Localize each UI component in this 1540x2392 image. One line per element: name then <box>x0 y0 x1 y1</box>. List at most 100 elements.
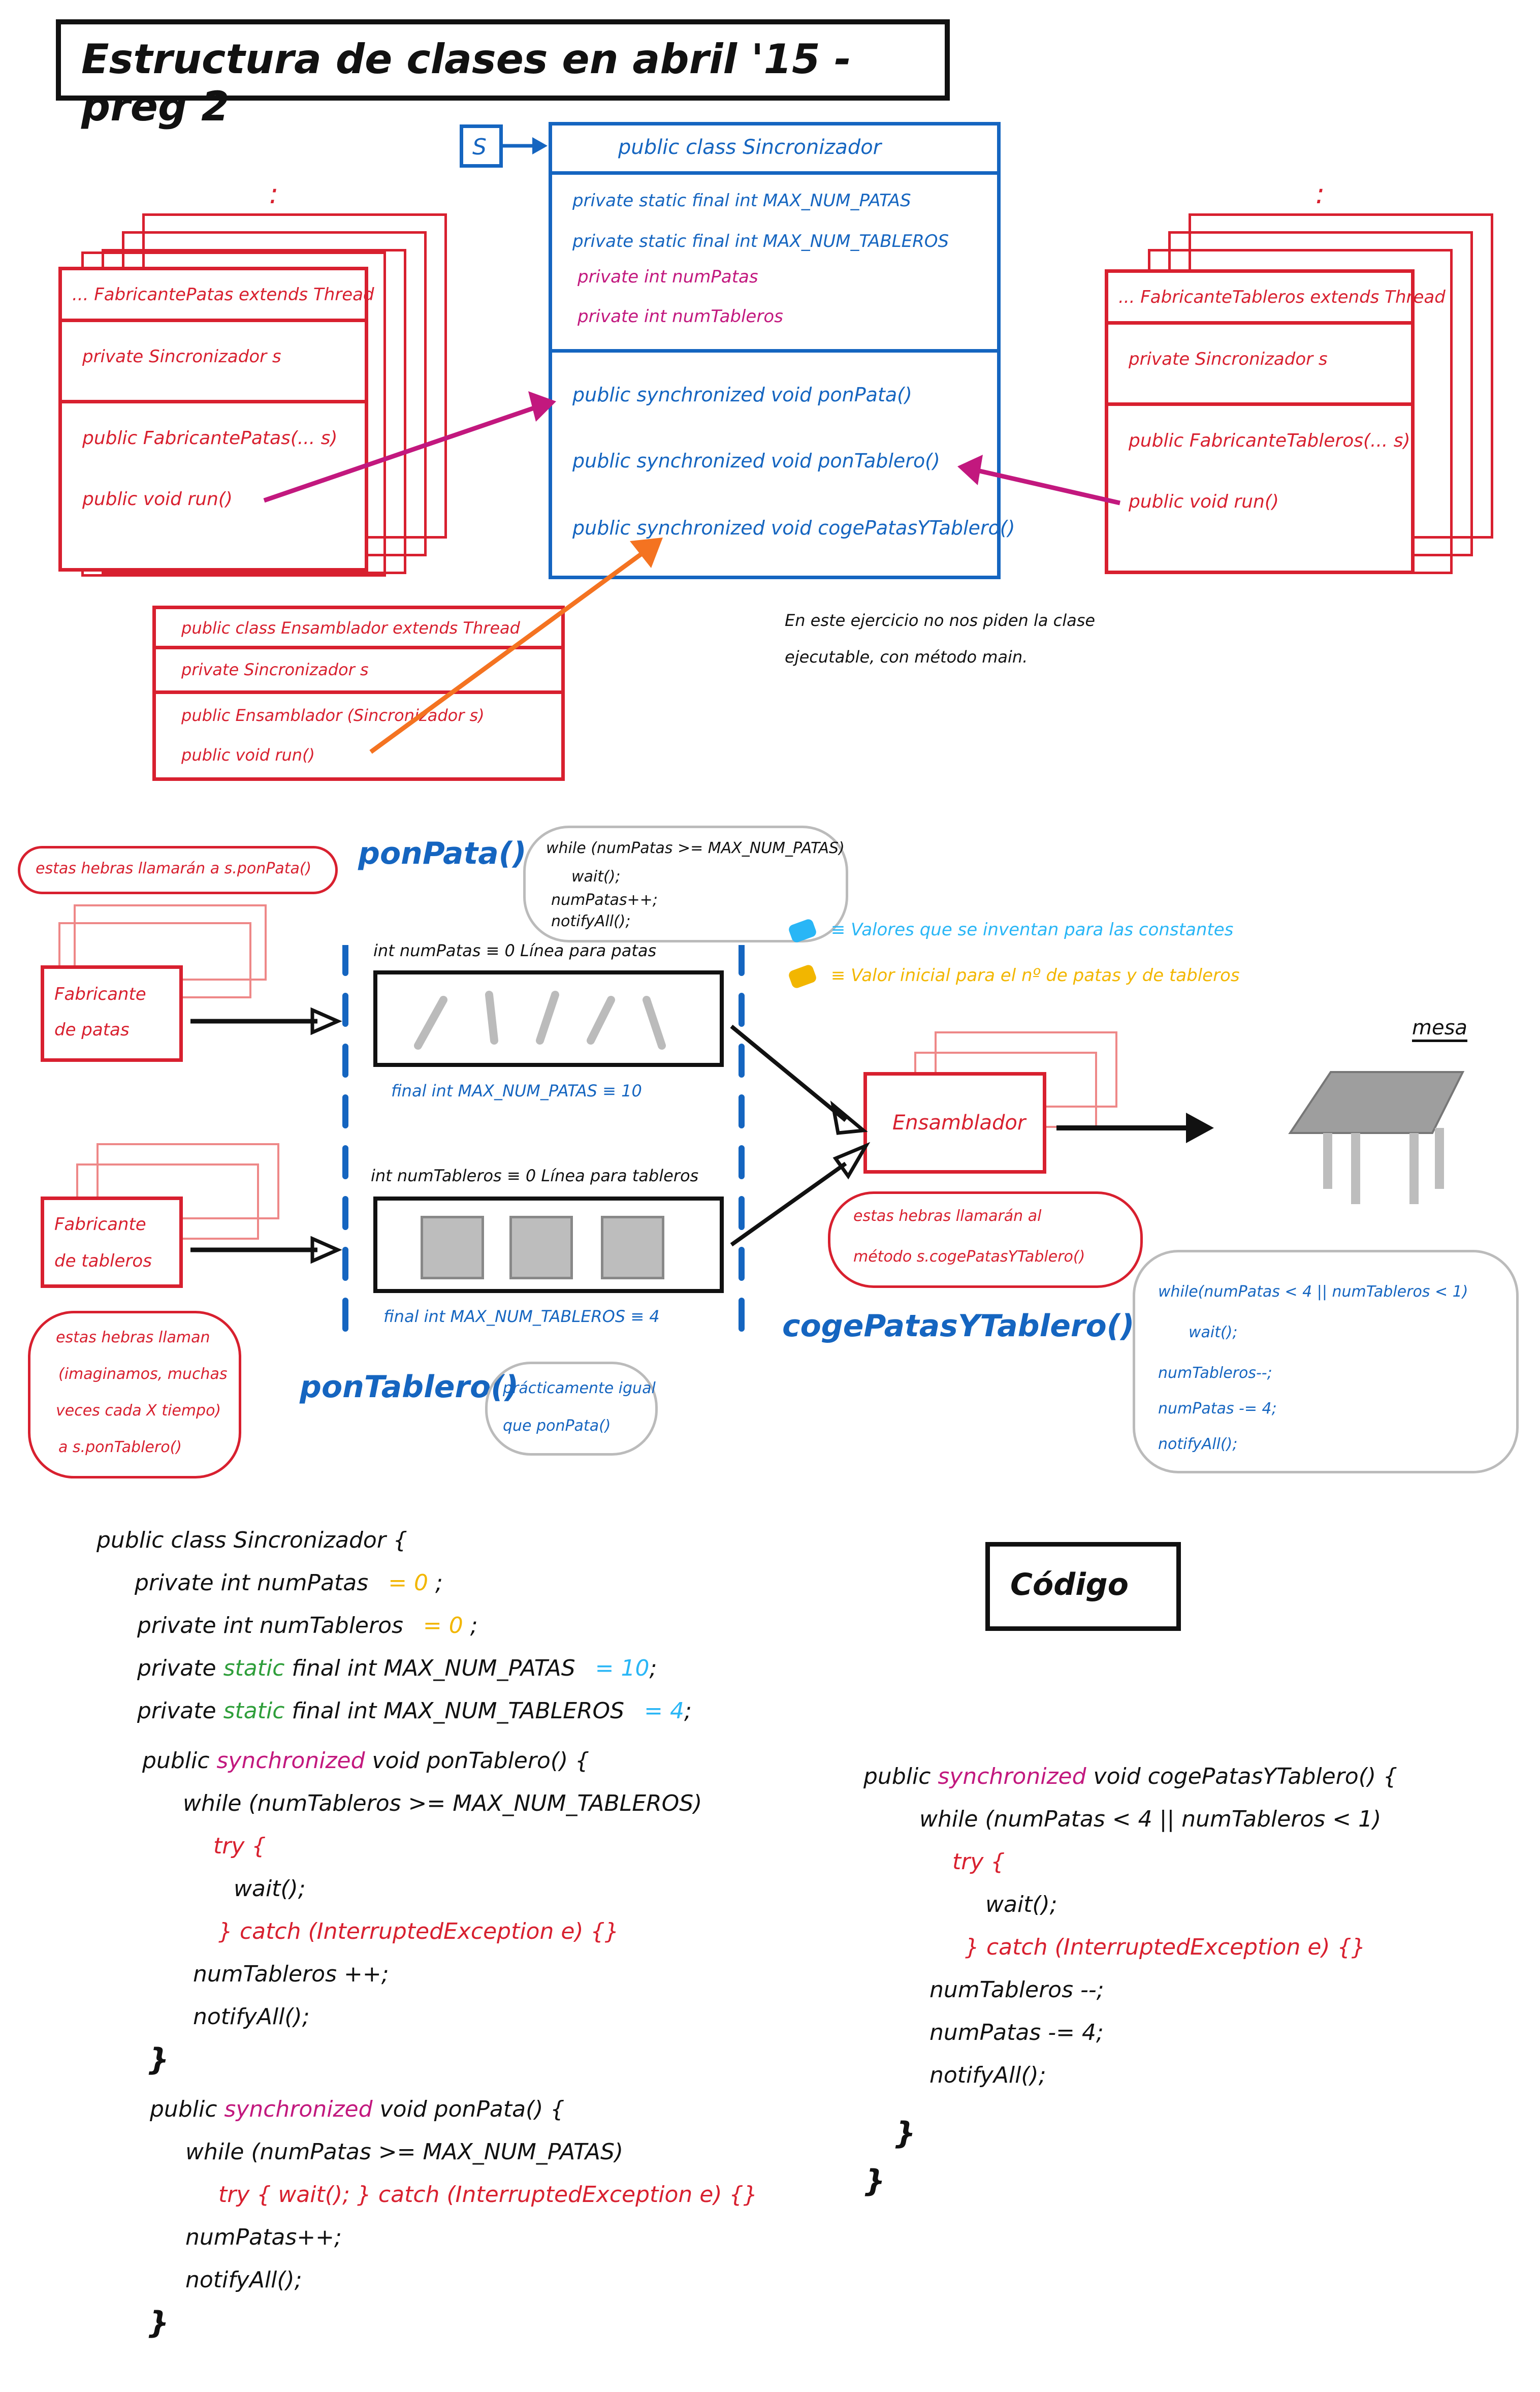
stack-shadow <box>97 1143 279 1219</box>
codigo-label: Código <box>1010 1567 1129 1602</box>
ensamblador-box: Ensamblador <box>863 1072 1046 1174</box>
ensamblador-run-arrowhead <box>630 538 663 568</box>
code-right: public synchronized void cogePatasYTable… <box>863 1755 1498 2202</box>
producer-to-patas-arrow <box>190 1007 342 1035</box>
ensamblador-field: private Sincronizador s <box>181 660 369 679</box>
codigo-label-box: Código <box>985 1542 1181 1631</box>
code-line: } catch (InterruptedException e) {} <box>965 1934 1366 1960</box>
code-line: while (numPatas >= MAX_NUM_PATAS) <box>185 2139 624 2165</box>
code-line: try { wait(); } catch (InterruptedExcept… <box>218 2182 758 2208</box>
ensamblador-run: public void run() <box>181 745 315 765</box>
legend-cyan: ≡ Valores que se inventan para las const… <box>787 918 1233 943</box>
divider <box>62 400 365 403</box>
code-line: numTableros --; <box>929 1977 1104 2003</box>
patas-run-arrow <box>263 404 539 503</box>
tableros-run-arrowhead <box>957 455 983 485</box>
yellow-swatch <box>787 963 818 989</box>
code-line: private int numPatas = 0 ; <box>135 1570 443 1596</box>
tableros-threads-note: estas hebras llaman (imaginamos, muchas … <box>28 1311 241 1478</box>
code-line: private int numTableros = 0 ; <box>137 1613 478 1639</box>
divider <box>62 319 365 322</box>
code-line: try { <box>213 1833 266 1859</box>
ponpata-title: ponPata() <box>358 836 527 871</box>
tablero-item <box>509 1216 573 1279</box>
ponpata-code-cloud: while (numPatas >= MAX_NUM_PATAS) wait()… <box>523 826 848 942</box>
fabricante-patas-constructor: public FabricantePatas(... s) <box>82 428 338 449</box>
fabricante-patas-box: Fabricante de patas <box>41 965 183 1062</box>
more-dots: : <box>269 178 279 210</box>
ensamblador-class-box: public class Ensamblador extends Thread … <box>152 606 565 781</box>
tablero-item <box>421 1216 484 1279</box>
linea-patas-label: int numPatas ≡ 0 Línea para patas <box>373 941 657 960</box>
lines-to-ensamblador-arrows <box>730 1024 871 1247</box>
divider <box>1108 321 1411 325</box>
producer-to-tableros-arrow <box>190 1236 342 1264</box>
pontablero-title: ponTablero() <box>300 1369 519 1405</box>
code-line: numPatas++; <box>185 2224 342 2250</box>
field-max-num-tableros: private static final int MAX_NUM_TABLERO… <box>572 231 949 251</box>
code-line: public synchronized void ponPata() { <box>150 2096 565 2122</box>
dashed-separator-right <box>739 945 745 1346</box>
code-line: private static final int MAX_NUM_TABLERO… <box>137 1698 692 1724</box>
fabricante-patas-field: private Sincronizador s <box>82 347 281 367</box>
code-line: wait(); <box>234 1876 306 1902</box>
fabricante-patas-run: public void run() <box>82 489 233 510</box>
final-patas-label: final int MAX_NUM_PATAS ≡ 10 <box>391 1081 642 1100</box>
method-pontablero: public synchronized void ponTablero() <box>572 450 940 472</box>
title-box: Estructura de clases en abril '15 - preg… <box>56 19 950 130</box>
cyan-swatch <box>787 918 818 943</box>
sincronizador-class-box: public class Sincronizador private stati… <box>549 122 1015 579</box>
tableros-run-arrow <box>974 467 1121 506</box>
coge-code-cloud: while(numPatas < 4 || numTableros < 1) w… <box>1133 1250 1519 1473</box>
method-cogepatasytablero: public synchronized void cogePatasYTable… <box>572 517 1015 539</box>
patas-threads-note: estas hebras llamarán a s.ponPata() <box>18 846 338 894</box>
ensamblador-to-mesa-arrow <box>1056 1113 1214 1143</box>
code-line: try { <box>952 1849 1005 1875</box>
ensamblador-note: estas hebras llamarán al método s.cogePa… <box>828 1191 1143 1288</box>
field-num-patas: private int numPatas <box>578 267 758 287</box>
patas-line-belt <box>373 970 724 1067</box>
mesa-label: mesa <box>1412 1016 1467 1042</box>
code-line: while (numPatas < 4 || numTableros < 1) <box>919 1806 1382 1832</box>
code-line: } <box>147 2042 169 2078</box>
pontablero-note: prácticamente igual que ponPata() <box>485 1362 658 1456</box>
tablero-item <box>601 1216 664 1279</box>
code-line: } catch (InterruptedException e) {} <box>218 1918 619 1944</box>
code-line: notifyAll(); <box>929 2062 1046 2088</box>
code-left: public class Sincronizador { private int… <box>97 1519 758 2344</box>
method-ponpata: public synchronized void ponPata() <box>572 384 912 406</box>
page-title: Estructura de clases en abril '15 - preg… <box>81 36 851 130</box>
fabricante-patas-class-box: ... FabricantePatas extends Thread priva… <box>58 267 374 572</box>
code-line: notifyAll(); <box>185 2267 302 2293</box>
fabricante-tableros-box: Fabricante de tableros <box>41 1197 183 1288</box>
divider <box>156 646 561 649</box>
divider <box>1108 402 1411 406</box>
s-tag: S <box>460 124 503 168</box>
divider <box>552 349 997 353</box>
legend-yellow: ≡ Valor inicial para el nº de patas y de… <box>787 963 1240 989</box>
field-num-tableros: private int numTableros <box>578 306 783 327</box>
code-line: while (numTableros >= MAX_NUM_TABLEROS) <box>183 1790 702 1816</box>
patas-run-arrowhead <box>528 391 556 422</box>
patas-items <box>414 991 666 1050</box>
mesa-illustration <box>1288 1071 1465 1204</box>
class-call-arrows <box>263 391 1121 754</box>
divider <box>552 171 997 175</box>
tableros-line-belt <box>373 1197 724 1293</box>
fabricante-tableros-run: public void run() <box>1129 491 1279 512</box>
note-main: En este ejercicio no nos piden la clase … <box>785 611 1096 667</box>
linea-tableros-label: int numTableros ≡ 0 Línea para tableros <box>371 1166 699 1185</box>
sincronizador-header: public class Sincronizador <box>618 136 882 159</box>
code-line: } <box>147 2305 169 2341</box>
field-max-num-patas: private static final int MAX_NUM_PATAS <box>572 191 911 211</box>
code-line: numTableros ++; <box>193 1961 389 1987</box>
fabricante-tableros-class-box: ... FabricanteTableros extends Thread pr… <box>1105 269 1446 574</box>
ensamblador-header: public class Ensamblador extends Thread <box>181 618 520 638</box>
fabricante-tableros-field: private Sincronizador s <box>1129 349 1328 369</box>
code-line: private static final int MAX_NUM_PATAS =… <box>137 1655 657 1681</box>
code-line: public synchronized void ponTablero() { <box>142 1748 590 1774</box>
code-line: numPatas -= 4; <box>929 2020 1104 2045</box>
final-tableros-label: final int MAX_NUM_TABLEROS ≡ 4 <box>383 1307 660 1326</box>
s-tag-arrow <box>503 137 548 154</box>
code-line: wait(); <box>985 1892 1057 1917</box>
